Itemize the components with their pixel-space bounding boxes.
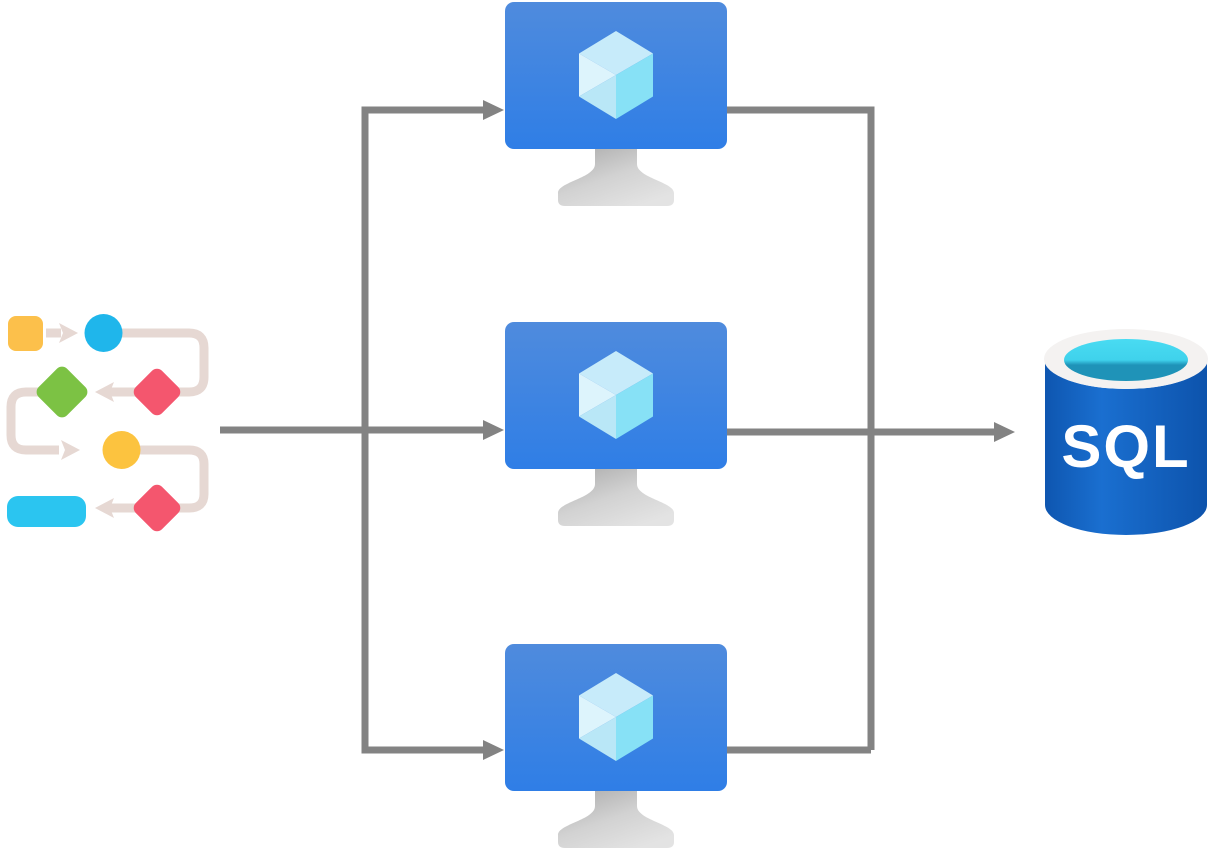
vm-cube-icon — [579, 31, 653, 119]
vm-node-bottom — [505, 644, 727, 854]
flowchart-workflow-icon — [6, 314, 209, 532]
workflow-node — [0, 298, 215, 533]
vm-cube-icon — [579, 351, 653, 439]
vm-stand — [558, 790, 674, 848]
vm-cube-icon — [579, 673, 653, 761]
workflow-path — [6, 328, 209, 513]
vm-node-middle — [505, 322, 727, 532]
workflow-red-diamond-2 — [133, 484, 181, 532]
vm-stand — [558, 468, 674, 526]
sql-database-node: SQL — [1044, 329, 1208, 537]
edge-workflow-to-vm-bottom — [361, 430, 486, 754]
workflow-red-diamond-1 — [133, 368, 181, 416]
arrowhead-sql — [994, 422, 1015, 442]
edge-lines — [220, 106, 995, 754]
arrowheads — [483, 100, 1015, 760]
edge-workflow-to-vm-top — [361, 106, 486, 430]
azure-sql-database-icon: SQL — [1044, 329, 1208, 535]
azure-vm-icon — [505, 644, 727, 848]
arrowhead-vm-bottom — [483, 740, 504, 760]
arrowhead-vm-top — [483, 100, 504, 120]
azure-vm-icon — [505, 2, 727, 206]
workflow-green-diamond — [36, 366, 88, 418]
sql-cylinder-body — [1045, 359, 1207, 535]
azure-vm-icon — [505, 322, 727, 526]
workflow-blue-pill — [7, 496, 86, 527]
sql-cylinder-top — [1064, 339, 1188, 381]
arrowhead-vm-middle — [483, 420, 504, 440]
workflow-blue-circle — [84, 314, 123, 352]
vm-node-top — [505, 2, 727, 212]
sql-label: SQL — [1061, 413, 1190, 480]
workflow-yellow-circle — [102, 431, 141, 469]
workflow-arrowheads — [59, 323, 114, 518]
vm-stand — [558, 148, 674, 206]
edge-vm-top-to-bus — [727, 106, 875, 750]
workflow-yellow-square — [8, 316, 43, 351]
